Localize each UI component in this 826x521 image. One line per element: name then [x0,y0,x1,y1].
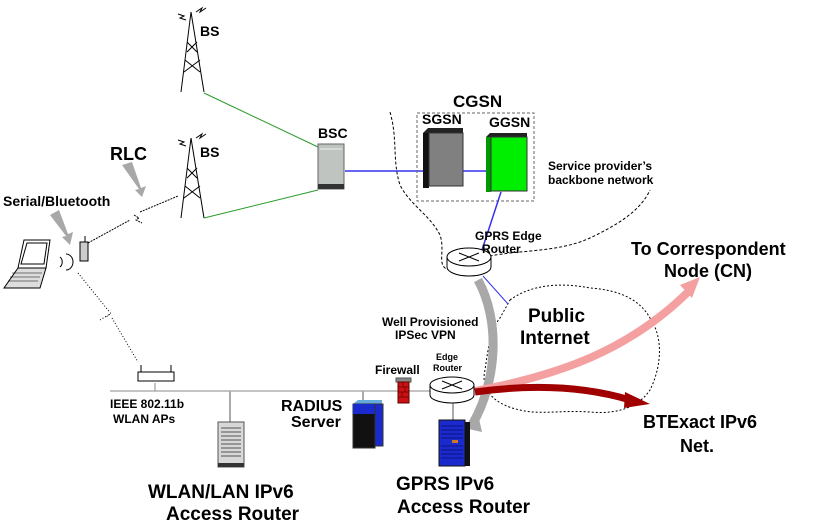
label-ieee-2: WLAN APs [113,412,176,426]
link-bs-top-bsc [203,92,319,148]
label-cgsn: CGSN [453,92,502,111]
label-edge-router-1: Edge [436,352,458,362]
bsc-icon [317,143,345,190]
wlan-ap-icon [137,365,175,382]
backbone-boundary [389,111,651,271]
label-internet: Internet [520,328,590,349]
label-bs-top: BS [200,23,219,39]
label-gprs-ar-1: GPRS IPv6 [396,474,494,495]
gprs-edge-router-icon [446,247,492,277]
label-vpn-2: IPSec VPN [395,328,456,342]
arrowhead-to-cn [680,277,700,298]
rlc-wireless-link [87,195,179,244]
label-backbone-1: Service provider’s [548,159,652,173]
rlc-pointer-arrow [122,162,146,197]
label-gprs-edge-2: Router [482,242,521,256]
cgsn-group [416,112,535,202]
label-radius-1: RADIUS [281,398,343,415]
label-ggsn: GGSN [489,114,530,130]
label-btexact-1: BTExact IPv6 [643,412,757,432]
label-gprs-edge-1: GPRS Edge [475,229,542,243]
radius-server-icon [352,400,384,449]
label-ieee-1: IEEE 802.11b [110,397,184,411]
label-to-cn-1: To Correspondent [631,239,786,259]
ggsn-icon [486,133,528,192]
label-firewall: Firewall [375,363,420,377]
arrow-to-cn [474,287,693,395]
link-bs-bottom-bsc [203,189,319,219]
label-btexact-2: Net. [680,436,714,456]
label-backbone-2: backbone network [548,173,654,187]
bs-tower-top [177,6,207,93]
firewall-icon [395,377,412,404]
bluetooth-waves-icon [59,253,74,271]
label-bsc: BSC [318,125,348,141]
gprs-access-router-icon [438,419,470,467]
laptop-icon [3,239,51,289]
serial-pointer-arrow [50,210,73,245]
label-wlan-ar-1: WLAN/LAN IPv6 [148,482,294,503]
label-rlc: RLC [110,144,147,164]
link-gprs-edge-internet [482,275,509,305]
link-ggsn-gprs-edge [479,191,502,257]
wlan-access-router-icon [217,421,245,468]
label-wlan-ar-2: Access Router [166,504,300,521]
bs-tower-bottom [177,132,207,219]
edge-router-icon [429,376,475,404]
label-vpn-1: Well Provisioned [382,315,478,329]
label-bs-bottom: BS [200,144,219,160]
wlan-wireless-link [77,272,139,363]
label-to-cn-2: Node (CN) [664,261,752,281]
phone-icon [79,236,89,262]
sgsn-icon [423,128,464,188]
label-sgsn: SGSN [422,111,462,127]
label-serial-bluetooth: Serial/Bluetooth [3,193,110,209]
label-edge-router-2: Router [433,363,462,373]
label-public: Public [528,306,585,327]
arrowhead-to-btexact [624,392,650,408]
vpn-tunnel-arrow [468,277,498,428]
label-radius-2: Server [291,414,341,431]
label-gprs-ar-2: Access Router [397,497,531,518]
arrow-to-btexact [474,383,632,404]
